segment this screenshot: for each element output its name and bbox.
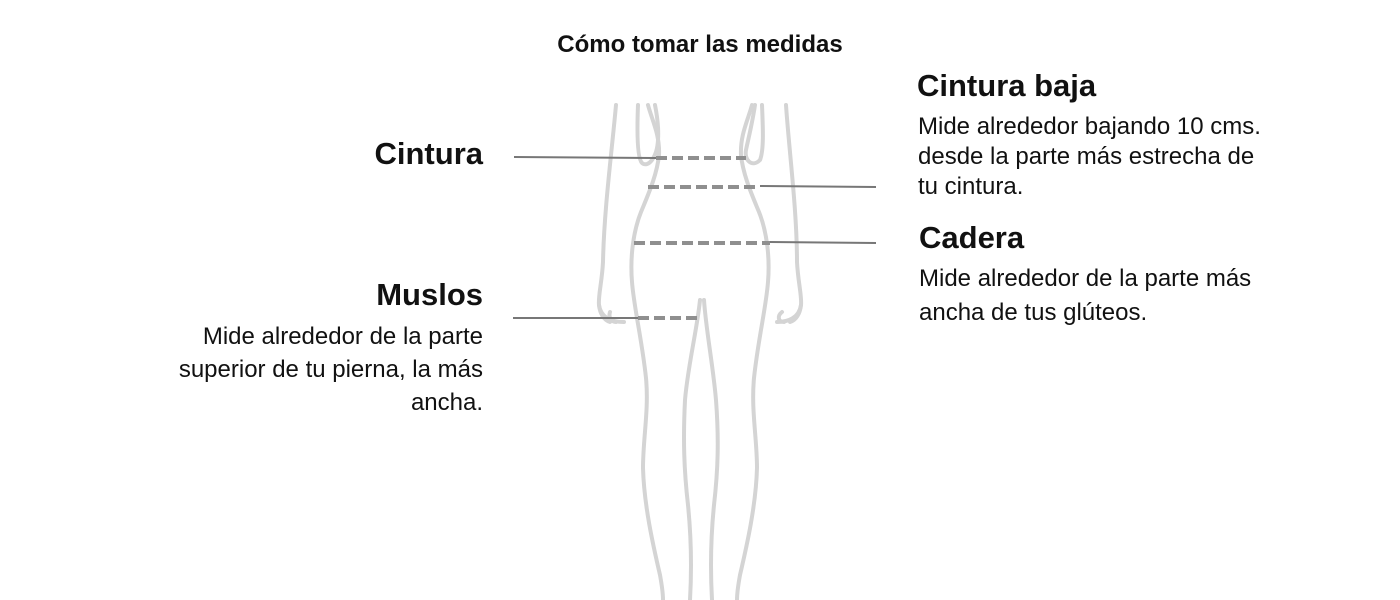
- cadera-description: Mide alrededor de la parte más ancha de …: [919, 265, 1252, 326]
- muslos-label: Muslos: [376, 277, 483, 312]
- left-arm-outline: [596, 103, 626, 324]
- cintura-baja-label: Cintura baja: [917, 68, 1097, 103]
- right-leg-inner: [702, 298, 720, 600]
- left-arm-inner: [635, 103, 661, 167]
- body-silhouette: [596, 103, 804, 600]
- left-hand: [597, 303, 618, 324]
- right-arm-inner: [743, 103, 765, 166]
- guide-title: Cómo tomar las medidas: [557, 31, 843, 58]
- cintura-baja-leader-line: [759, 185, 877, 188]
- cintura-label: Cintura: [374, 136, 484, 171]
- muslos-description: Mide alrededor de la parte superior de t…: [178, 323, 483, 416]
- cintura-leader-line: [513, 156, 657, 159]
- right-arm-outline: [775, 103, 804, 324]
- left-leg-inner: [682, 298, 702, 600]
- right-body-outline: [735, 103, 771, 600]
- right-hand: [776, 303, 803, 324]
- cadera-label: Cadera: [919, 220, 1025, 255]
- cadera-leader-line: [769, 241, 877, 244]
- measurement-lines: [513, 156, 877, 320]
- cintura-baja-description: Mide alrededor bajando 10 cms. desde la …: [918, 113, 1261, 200]
- left-body-outline: [629, 103, 665, 600]
